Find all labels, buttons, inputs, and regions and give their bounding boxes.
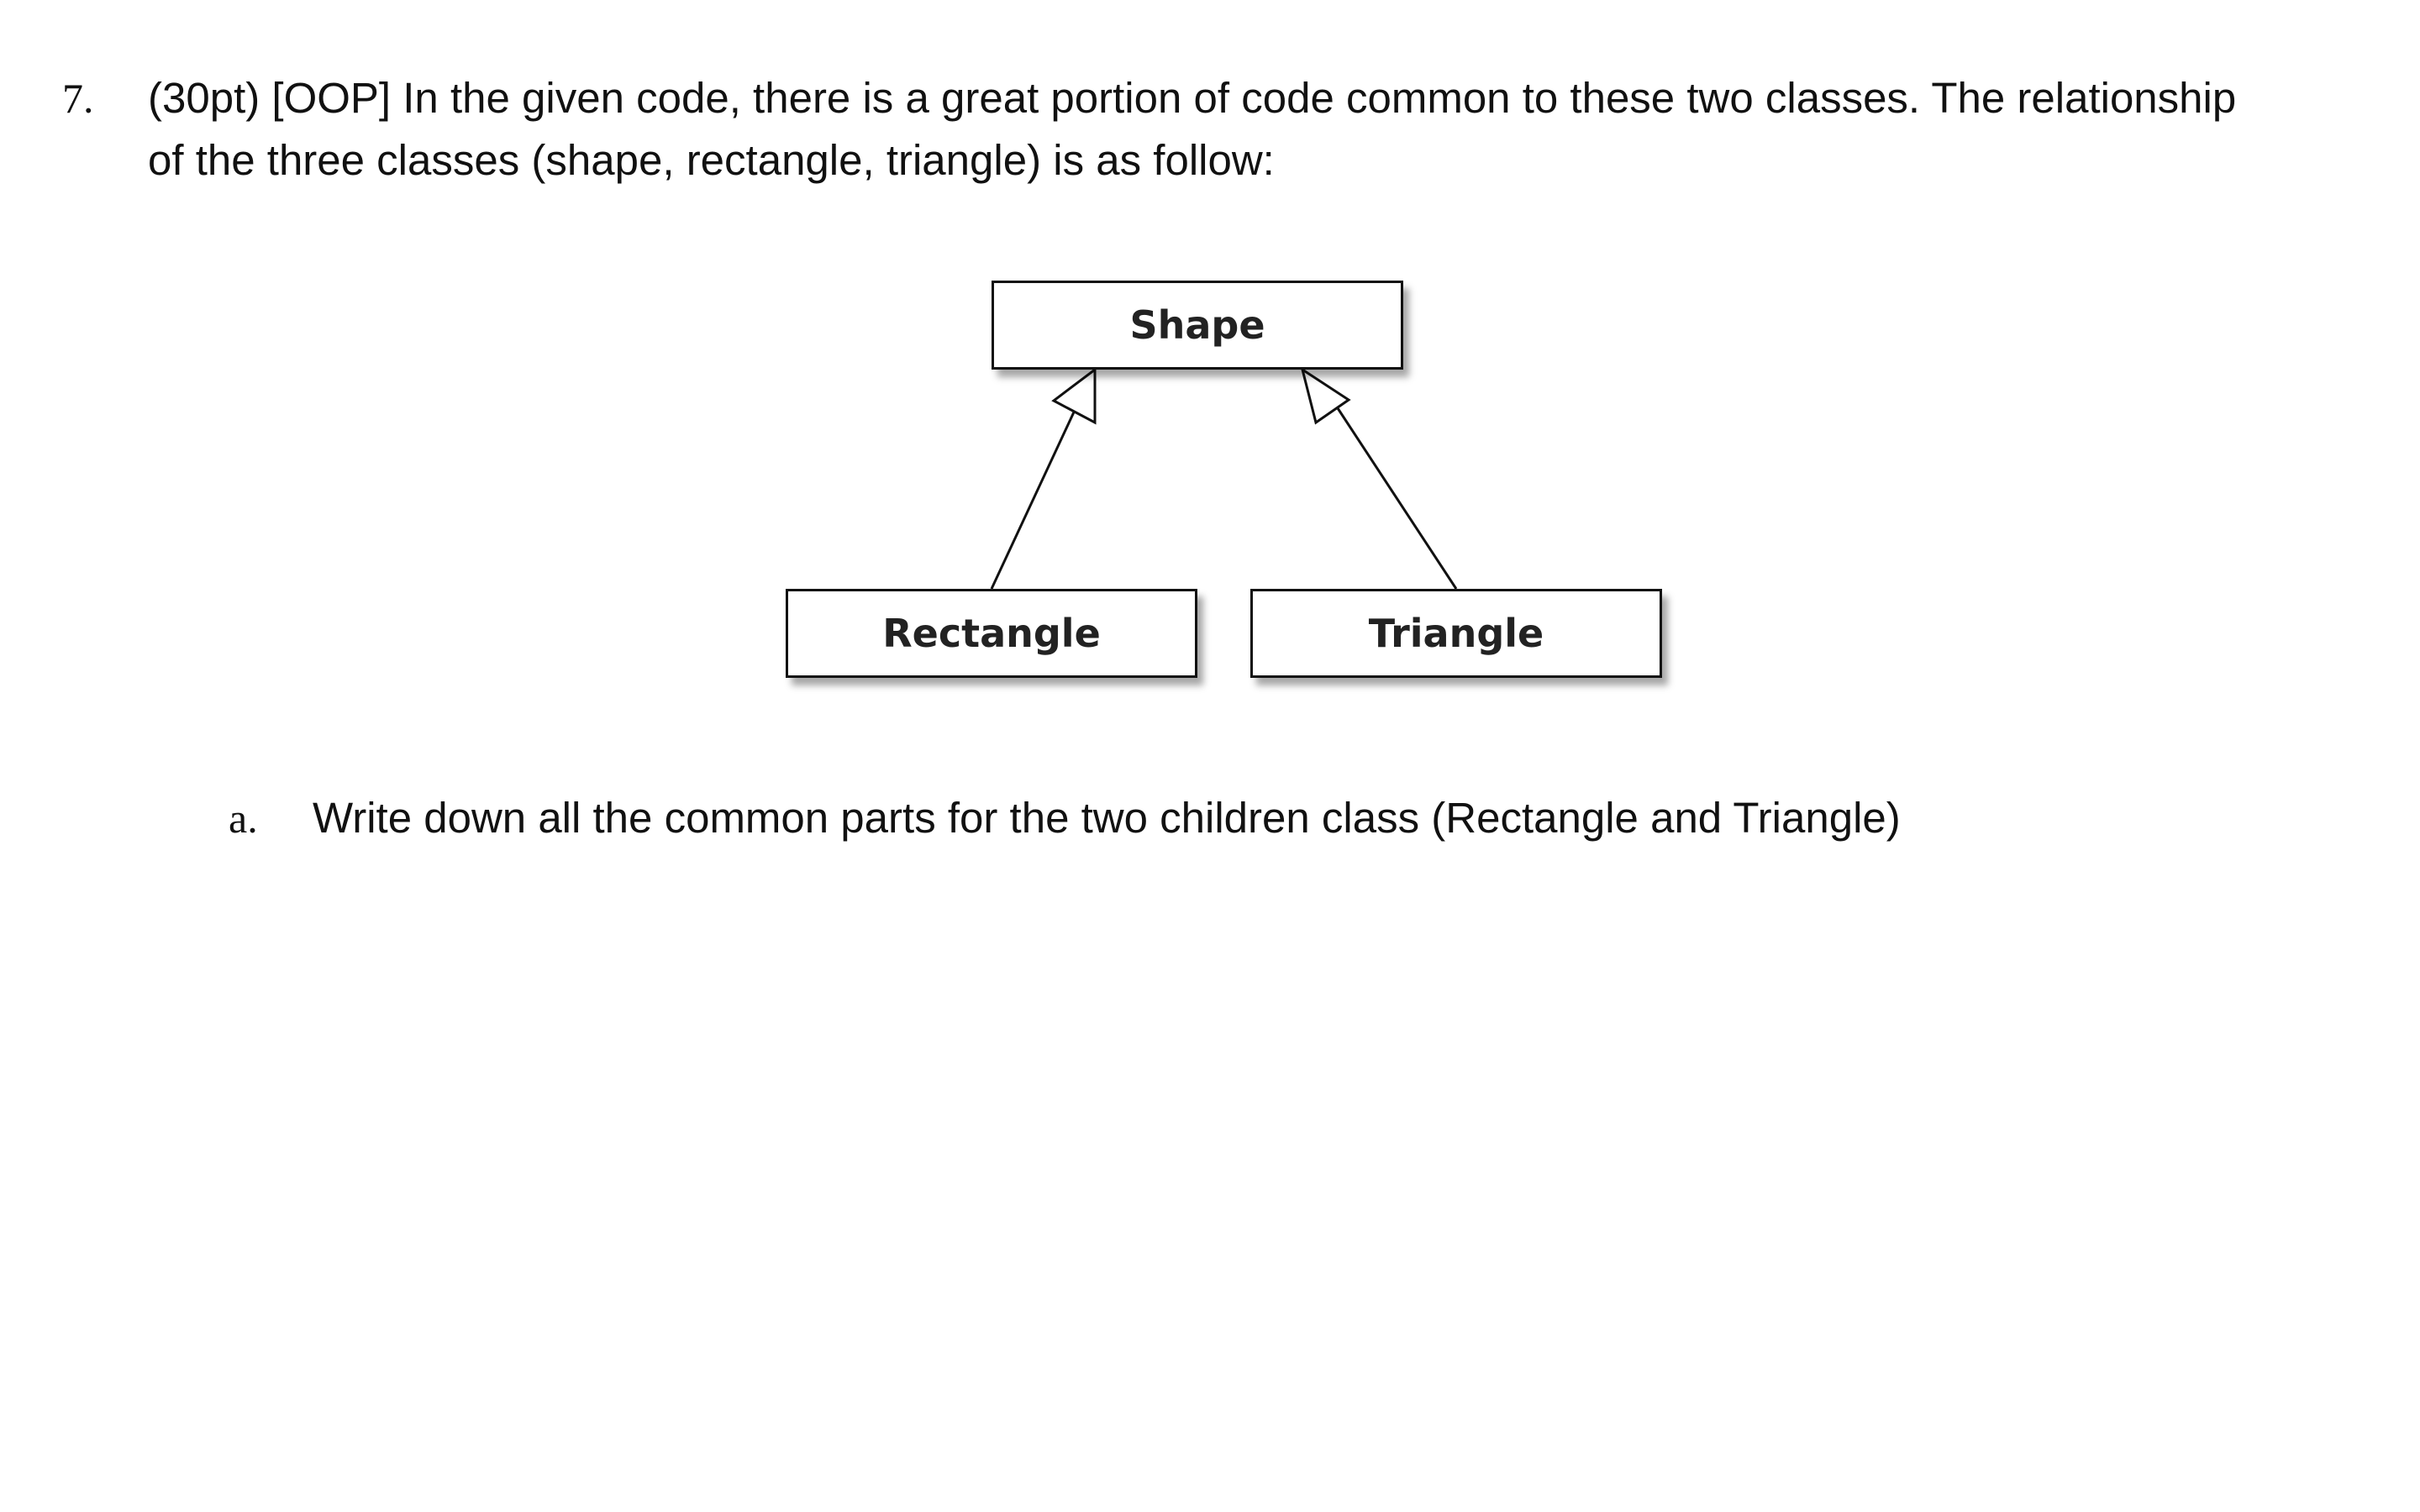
triangle-inheritance-line (1336, 407, 1458, 590)
uml-class-diagram: Shape Rectangle Triangle (786, 281, 1662, 678)
class-box-rectangle: Rectangle (786, 589, 1197, 678)
question-text-line: of the three classes (shape, rectangle, … (148, 136, 1275, 184)
inheritance-arrows (990, 366, 1458, 590)
rectangle-inheritance-line (990, 404, 1079, 590)
class-name-triangle: Triangle (1368, 611, 1544, 656)
question-text-line: (30pt) [OOP] In the given code, there is… (148, 74, 2237, 122)
class-box-shape: Shape (992, 281, 1403, 370)
sub-question-text: Write down all the common parts for the … (313, 794, 1901, 842)
class-name-shape: Shape (1129, 302, 1265, 348)
class-box-triangle: Triangle (1250, 589, 1662, 678)
class-name-rectangle: Rectangle (882, 611, 1101, 656)
question-number: 7. (62, 75, 94, 122)
sub-question-label: a. (229, 795, 258, 842)
rectangle-inheritance-arrowhead (1051, 366, 1097, 425)
triangle-inheritance-arrowhead (1300, 366, 1351, 425)
question-text: (30pt) [OOP] In the given code, there is… (148, 67, 2420, 192)
